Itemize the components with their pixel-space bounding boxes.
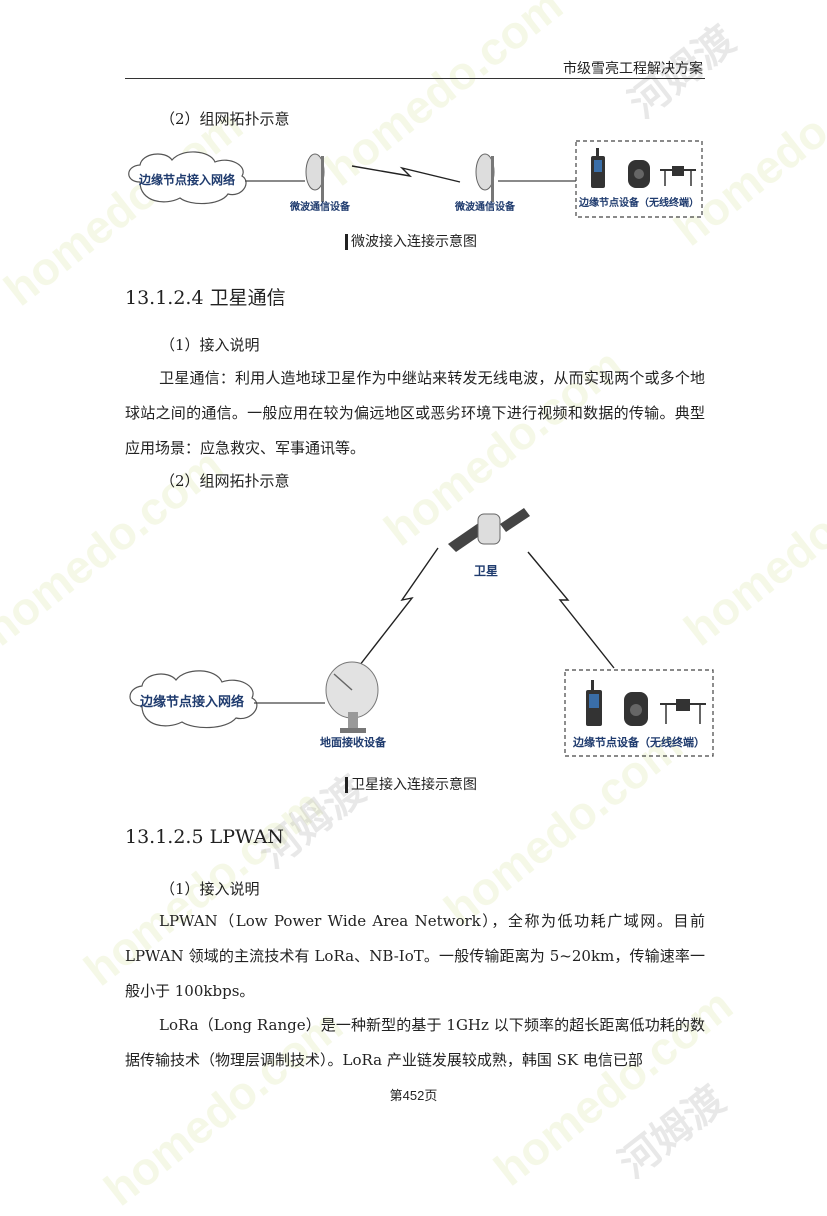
microwave-antenna-icon xyxy=(305,153,325,202)
satellite-dish-icon xyxy=(325,661,379,733)
paragraph-text: LPWAN（Low Power Wide Area Network），全称为低功… xyxy=(125,912,705,1000)
section-heading: 13.1.2.5 LPWAN xyxy=(125,826,284,848)
terminals-label: 边缘节点设备（无线终端） xyxy=(578,196,699,209)
satellite-icon xyxy=(448,508,530,552)
device-a-label: 微波通信设备 xyxy=(289,200,351,213)
handheld-radio-icon xyxy=(586,680,602,726)
topology-label: （2）组网拓扑示意 xyxy=(160,472,290,490)
paragraph: LPWAN（Low Power Wide Area Network），全称为低功… xyxy=(125,904,705,1009)
wireless-link-icon xyxy=(355,547,439,671)
microwave-topology-diagram: 边缘节点接入网络 微波通信设备 微波通信设备 边缘节点设备（无线终端） xyxy=(128,140,703,218)
dome-camera-icon xyxy=(628,160,650,188)
header-title: 市级雪亮工程解决方案 xyxy=(563,61,703,77)
cloud-icon xyxy=(128,151,247,205)
cloud-label: 边缘节点接入网络 xyxy=(138,172,235,187)
cloud-icon xyxy=(129,670,258,729)
drone-icon xyxy=(660,699,706,724)
microwave-antenna-icon xyxy=(475,153,495,202)
paragraph-text: LoRa（Long Range）是一种新型的基于 1GHz 以下频率的超长距离低… xyxy=(125,1016,705,1069)
section-heading: 13.1.2.4 卫星通信 xyxy=(125,287,286,309)
handheld-radio-icon xyxy=(591,148,605,188)
dome-camera-icon xyxy=(624,692,648,726)
terminal-group-box xyxy=(564,669,714,757)
intro-label: （1）接入说明 xyxy=(160,336,260,354)
satellite-label: 卫星 xyxy=(474,564,498,578)
paragraph-text: 卫星通信：利用人造地球卫星作为中继站来转发无线电波，从而实现两个或多个地球站之间… xyxy=(125,369,705,457)
wireless-link-icon xyxy=(527,551,615,669)
page-header: 市级雪亮工程解决方案 xyxy=(125,56,705,79)
paragraph: 卫星通信：利用人造地球卫星作为中继站来转发无线电波，从而实现两个或多个地球站之间… xyxy=(125,361,705,466)
terminals-label: 边缘节点设备（无线终端） xyxy=(572,735,705,749)
device-b-label: 微波通信设备 xyxy=(454,200,516,213)
drone-icon xyxy=(660,166,696,186)
satellite-topology-diagram: 卫星 边缘节点接入网络 地面接收设备 边缘节点设备（无线终端） xyxy=(129,508,714,757)
paragraph: LoRa（Long Range）是一种新型的基于 1GHz 以下频率的超长距离低… xyxy=(125,1008,705,1078)
terminal-group-box xyxy=(575,140,703,218)
topology-label: （2）组网拓扑示意 xyxy=(160,110,290,128)
figure-caption: 微波接入连接示意图 xyxy=(345,234,477,250)
figure-caption: 卫星接入连接示意图 xyxy=(345,777,477,793)
wireless-link-icon xyxy=(351,165,461,183)
intro-label: （1）接入说明 xyxy=(160,880,260,898)
page-number: 第452页 xyxy=(389,1088,438,1103)
cloud-label: 边缘节点接入网络 xyxy=(139,694,244,709)
ground-label: 地面接收设备 xyxy=(320,735,387,749)
